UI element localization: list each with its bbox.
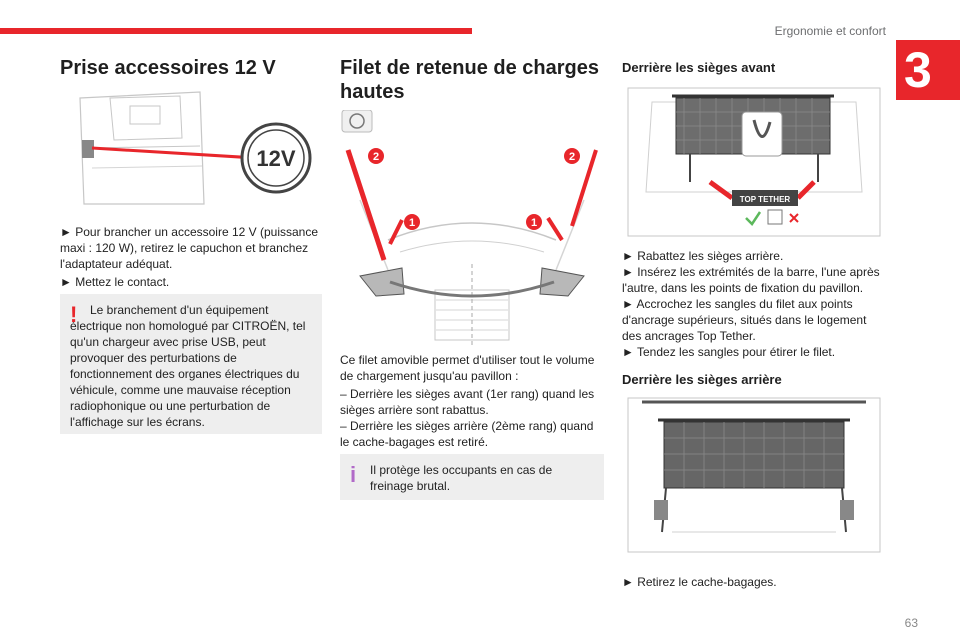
chapter-title: Ergonomie et confort xyxy=(774,24,886,38)
load-net-illustration: 2 2 1 1 xyxy=(341,110,598,346)
callout-2-right-badge xyxy=(564,148,580,164)
info-text: Il protège les occupants en cas de frein… xyxy=(370,463,553,493)
front-step-3: ► Accrochez les sangles du filet aux poi… xyxy=(622,297,867,343)
chapter-number-tab: 3 xyxy=(896,40,960,100)
cross-icon xyxy=(789,213,799,223)
warning-exclamation-icon: ! xyxy=(70,302,78,327)
top-tether-badge: TOP TETHER xyxy=(740,195,791,204)
info-callout: i Il protège les occupants en cas de fre… xyxy=(340,454,604,500)
front-seats-steps: ► Rabattez les sièges arrière. ► Insérez… xyxy=(622,248,886,360)
callout-2-right-label: 2 xyxy=(569,151,575,163)
net-front-seats-illustration: TOP TETHER xyxy=(627,87,881,237)
callout-2-left-badge xyxy=(368,148,384,164)
callout-1-right-label: 1 xyxy=(531,217,537,229)
check-icon xyxy=(745,211,762,226)
load-net-item-rear: – Derrière les sièges arrière (2ème rang… xyxy=(340,419,594,449)
front-step-4: ► Tendez les sangles pour étirer le file… xyxy=(622,345,836,359)
warning-callout: ! Le branchement d'un équipement électri… xyxy=(60,294,322,434)
vehicle-icon xyxy=(341,110,373,133)
page-number: 63 xyxy=(904,616,918,630)
socket-12v-label: 12V xyxy=(256,146,295,171)
front-step-2: ► Insérez les extrémités de la barre, l'… xyxy=(622,265,880,295)
load-net-item-front: – Derrière les sièges avant (1er rang) q… xyxy=(340,387,595,417)
info-icon: i xyxy=(350,462,357,487)
section-title-front-seats: Derrière les sièges avant xyxy=(622,60,776,75)
net-rear-seats-illustration xyxy=(627,397,881,553)
load-net-intro: Ce filet amovible permet d'utiliser tout… xyxy=(340,353,595,383)
callout-1-left-label: 1 xyxy=(409,217,415,229)
callout-1-left-badge xyxy=(404,214,420,230)
callout-2-left-label: 2 xyxy=(373,151,379,163)
section-title-12v: Prise accessoires 12 V xyxy=(60,57,276,79)
warning-text: Le branchement d'un équipement électriqu… xyxy=(70,303,306,429)
front-step-1: ► Rabattez les sièges arrière. xyxy=(622,249,784,263)
header-accent-bar xyxy=(0,28,472,34)
step-plug-accessory: ► Pour brancher un accessoire 12 V (puis… xyxy=(60,225,319,271)
step-ignition-on: ► Mettez le contact. xyxy=(60,275,170,289)
socket-12v-illustration: 12V xyxy=(70,88,312,208)
callout-1-right-badge xyxy=(526,214,542,230)
section-title-load-net: Filet de retenue de charges hautes xyxy=(340,57,599,103)
rear-step-1: ► Retirez le cache-bagages. xyxy=(622,575,777,589)
section-title-rear-seats: Derrière les sièges arrière xyxy=(622,372,782,387)
